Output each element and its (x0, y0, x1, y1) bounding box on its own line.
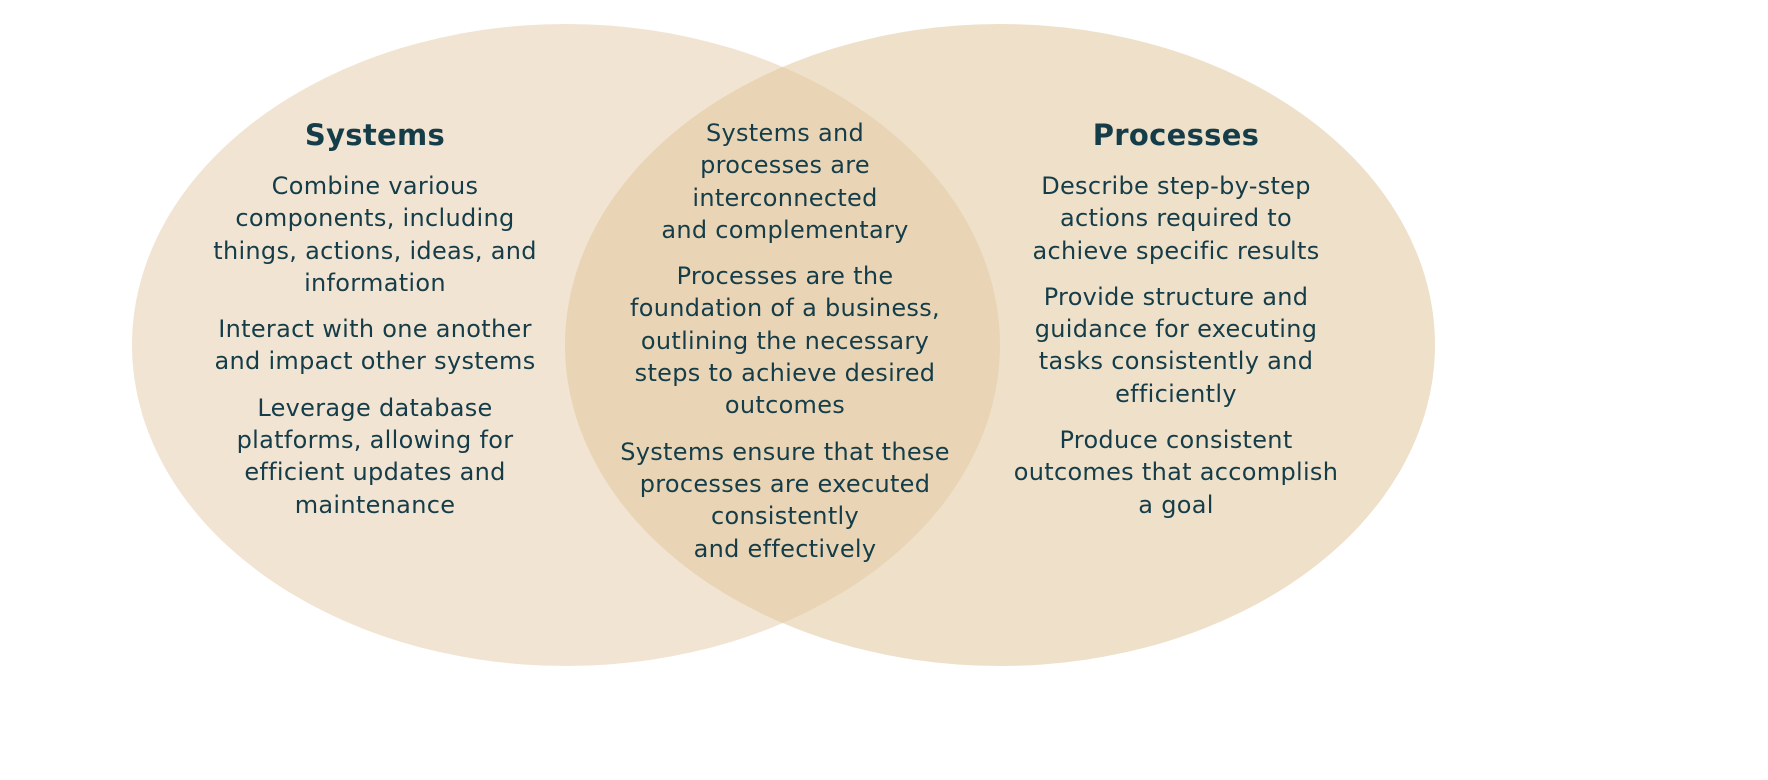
text-line: and impact other systems (214, 347, 536, 376)
overlap-region (565, 24, 1000, 666)
text-line: Systems ensure that these (620, 437, 950, 466)
text-line: efficient updates and (244, 458, 506, 487)
overlap-column: Systems and processes are interconnected… (585, 117, 985, 579)
text-line: Produce consistent (1059, 426, 1293, 455)
text-line: steps to achieve desired (634, 359, 936, 388)
text-line: achieve specific results (1032, 236, 1320, 265)
text-line: Describe step-by-step (1041, 172, 1311, 200)
systems-item: Leverage database platforms, allowing fo… (175, 392, 575, 521)
text-line: outcomes (724, 391, 846, 420)
text-line: Systems and (705, 119, 865, 147)
text-line: things, actions, ideas, and (213, 236, 537, 265)
processes-column: Processes Describe step-by-step actions … (976, 117, 1376, 535)
text-line: components, including (235, 204, 515, 233)
overlap-item: Processes are the foundation of a busine… (585, 260, 985, 421)
systems-item: Combine various components, including th… (175, 170, 575, 299)
text-line: processes are (700, 151, 870, 180)
text-line: information (304, 268, 446, 297)
text-line: Provide structure and (1043, 282, 1309, 311)
overlap-item: Systems ensure that these processes are … (585, 436, 985, 565)
text-line: and complementary (661, 215, 909, 244)
text-line: Combine various (271, 172, 479, 200)
processes-title: Processes (1092, 118, 1260, 152)
text-line: maintenance (294, 490, 456, 519)
text-line: a goal (1138, 490, 1214, 519)
text-line: guidance for executing (1034, 315, 1318, 344)
systems-column: Systems Combine various components, incl… (175, 117, 575, 535)
text-line: interconnected (692, 183, 878, 212)
text-line: foundation of a business, (630, 294, 940, 323)
text-line: Interact with one another (218, 315, 532, 344)
processes-item: Describe step-by-step actions required t… (976, 170, 1376, 267)
processes-item: Produce consistent outcomes that accompl… (976, 424, 1376, 521)
text-line: outlining the necessary (640, 326, 930, 355)
systems-title: Systems (304, 118, 446, 152)
text-line: outcomes that accomplish (1013, 458, 1339, 487)
text-line: consistently (710, 502, 860, 531)
text-line: actions required to (1060, 204, 1292, 233)
text-line: platforms, allowing for (236, 426, 514, 455)
overlap-item: Systems and processes are interconnected… (585, 117, 985, 246)
text-line: efficiently (1115, 379, 1237, 408)
processes-item: Provide structure and guidance for execu… (976, 281, 1376, 410)
text-line: and effectively (693, 534, 877, 563)
text-line: processes are executed (639, 469, 931, 498)
text-line: Processes are the (676, 262, 894, 291)
text-line: Leverage database (257, 393, 493, 422)
systems-item: Interact with one another and impact oth… (175, 313, 575, 378)
text-line: tasks consistently and (1038, 347, 1314, 376)
